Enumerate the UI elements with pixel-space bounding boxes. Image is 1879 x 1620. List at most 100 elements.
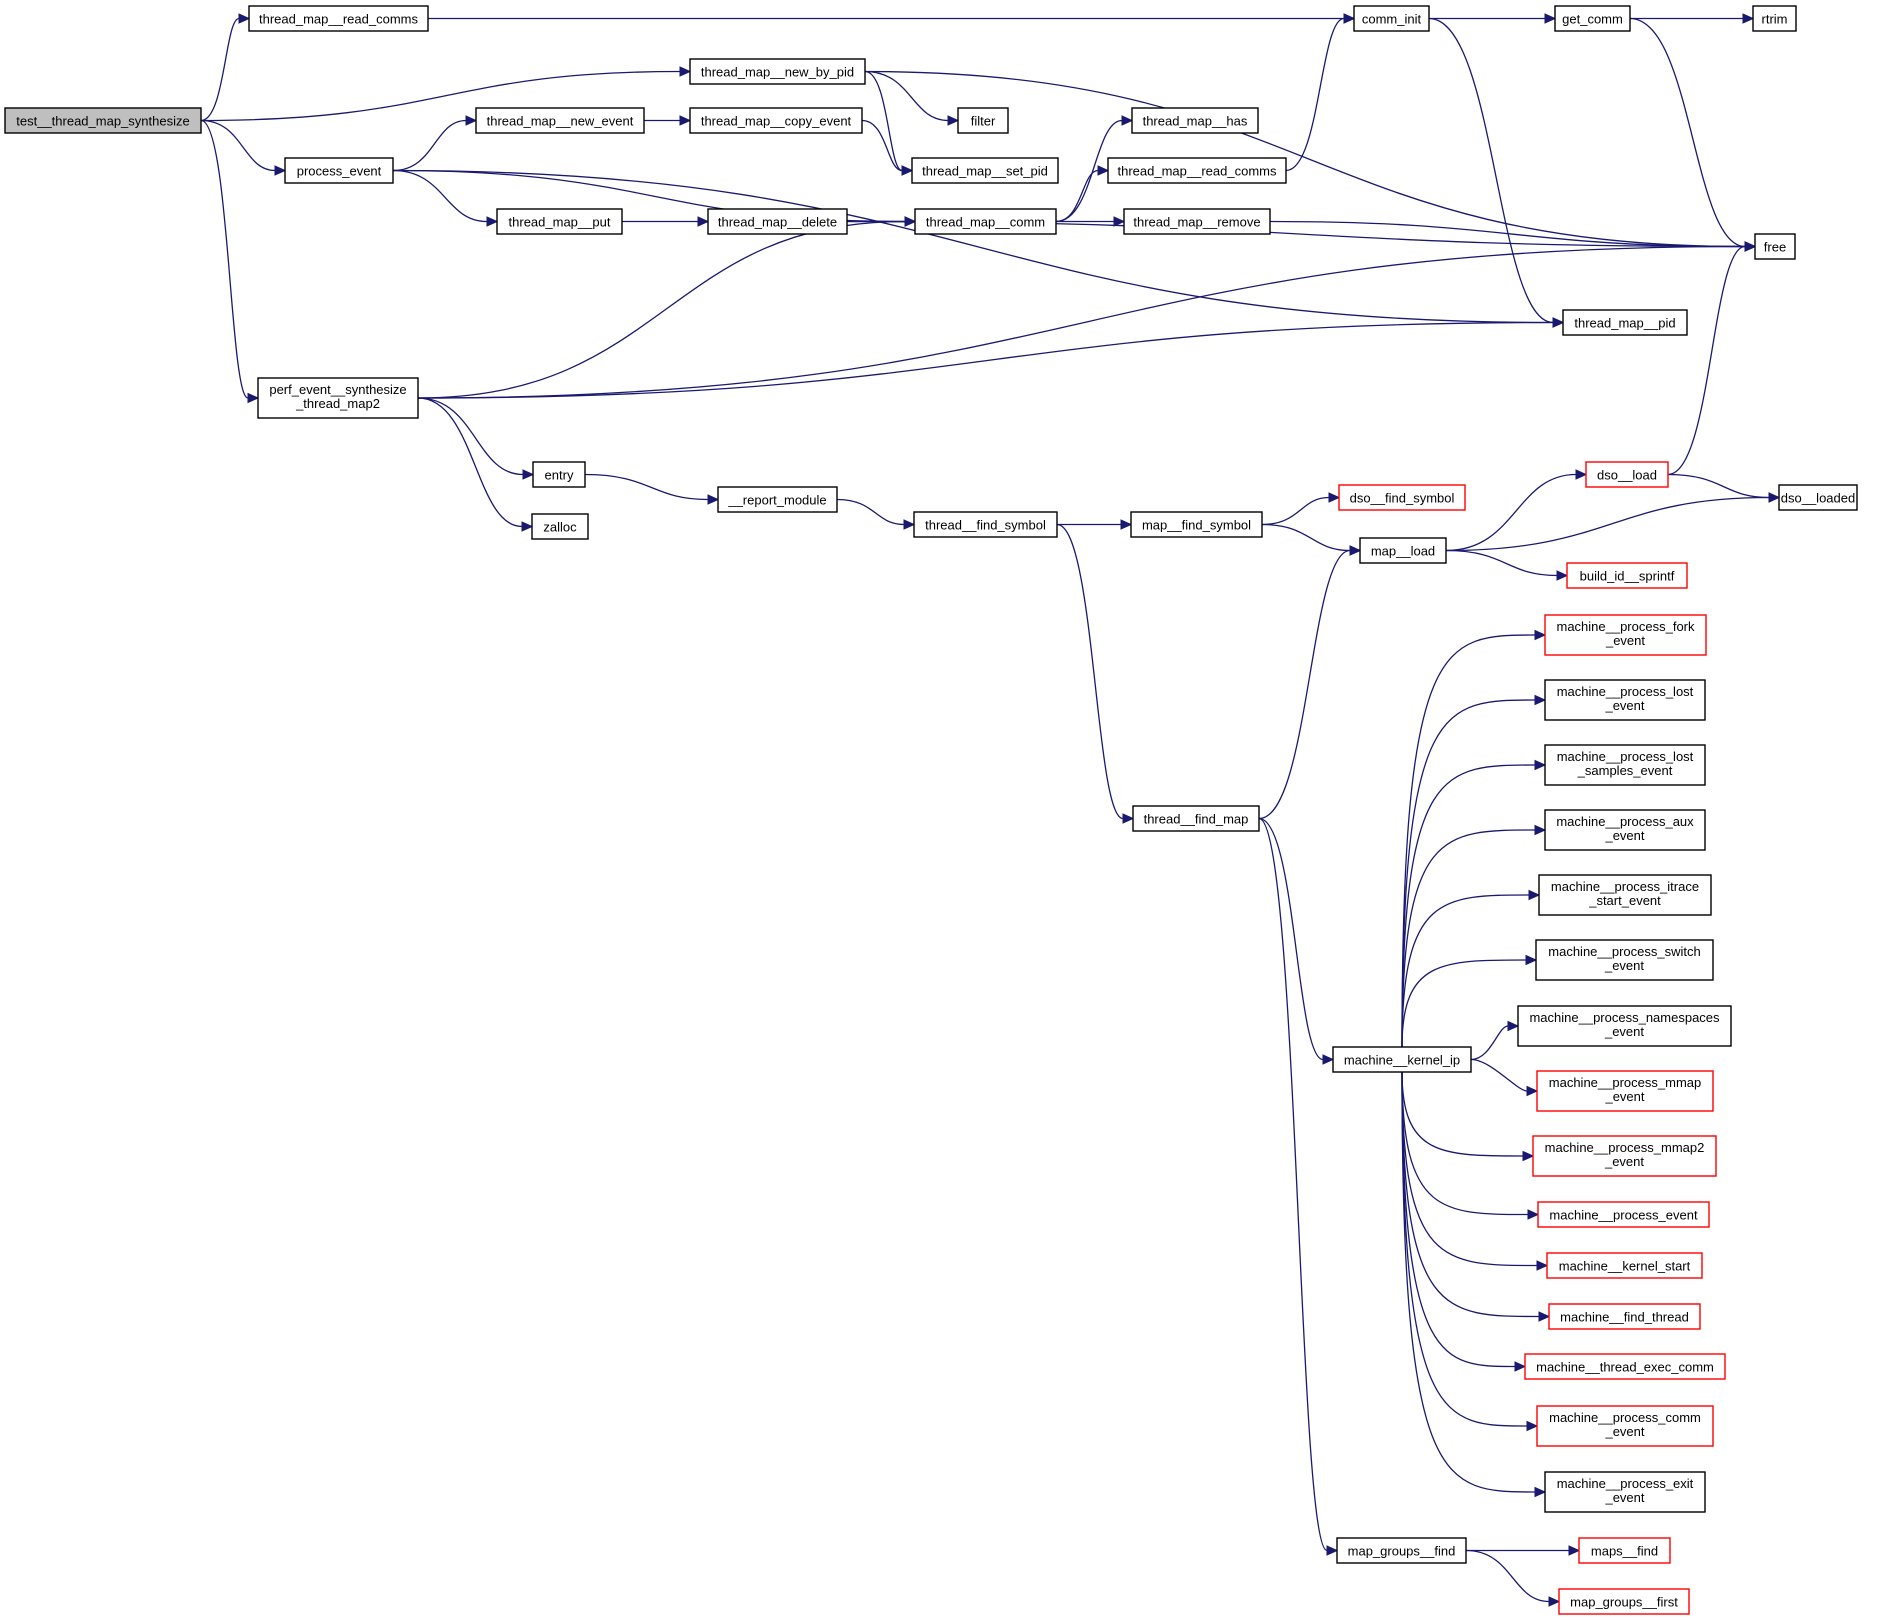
- node-machine-kernel-ip[interactable]: machine__kernel_ip: [1332, 1046, 1472, 1073]
- node-box: [689, 107, 863, 134]
- arrowhead-machine__kernel_ip-to-machine__process_fork_event: [1534, 629, 1547, 641]
- node-process-event[interactable]: process_event: [284, 157, 394, 184]
- node-thread-map-new-by-pid[interactable]: thread_map__new_by_pid: [689, 58, 866, 85]
- node-label: thread_map__has: [1143, 114, 1248, 129]
- node-machine-thread-exec-comm[interactable]: machine__thread_exec_comm: [1524, 1353, 1726, 1380]
- node-box: [717, 486, 838, 513]
- node-box: [957, 107, 1009, 134]
- node-machine-process-lost-event[interactable]: machine__process_lost_event: [1544, 679, 1706, 721]
- arrowhead-map__load-to-build_id__sprintf: [1556, 570, 1569, 581]
- node-thread-map-has[interactable]: thread_map__has: [1131, 107, 1259, 134]
- node-label: _event: [1604, 958, 1644, 973]
- node-comm-init[interactable]: comm_init: [1353, 5, 1430, 32]
- node-zalloc[interactable]: zalloc: [531, 513, 589, 540]
- node-machine-process-exit-event[interactable]: machine__process_exit_event: [1544, 1471, 1706, 1513]
- arrowhead-dso__load-to-free: [1744, 241, 1757, 252]
- node-machine-process-itrace-start-event[interactable]: machine__process_itrace_start_event: [1538, 874, 1712, 916]
- edge-machine__kernel_ip-to-machine__process_itrace_start_event: [1401, 894, 1530, 1048]
- node-machine-process-comm-event[interactable]: machine__process_comm_event: [1536, 1405, 1714, 1447]
- node-box: [911, 157, 1059, 184]
- arrowhead-machine__kernel_ip-to-machine__process_switch_event: [1525, 954, 1538, 966]
- node-box: [914, 208, 1057, 235]
- arrowhead-machine__kernel_ip-to-machine__process_comm_event: [1526, 1420, 1539, 1432]
- node-thread-map-read-comms-b[interactable]: thread_map__read_comms: [1107, 157, 1287, 184]
- edge-machine__kernel_ip-to-machine__process_fork_event: [1401, 634, 1536, 1048]
- node-box: [689, 58, 866, 85]
- node-get-comm[interactable]: get_comm: [1554, 5, 1631, 32]
- node-label: machine__process_aux: [1556, 814, 1694, 829]
- node-machine-process-aux-event[interactable]: machine__process_aux_event: [1544, 809, 1706, 851]
- node-rtrim[interactable]: rtrim: [1752, 5, 1797, 32]
- node-thread-map-put[interactable]: thread_map__put: [496, 208, 623, 235]
- node-thread-map-read-comms-a[interactable]: thread_map__read_comms: [248, 5, 429, 32]
- node-thread-map-remove[interactable]: thread_map__remove: [1123, 208, 1271, 235]
- arrowhead-thread__find_symbol-to-thread__find_map: [1122, 813, 1135, 824]
- edge-machine__kernel_ip-to-machine__process_mmap_event: [1470, 1058, 1528, 1092]
- node-thread-find-map[interactable]: thread__find_map: [1132, 805, 1260, 832]
- node-thread-map-copy-event[interactable]: thread_map__copy_event: [689, 107, 863, 134]
- edge-machine__kernel_ip-to-machine__process_comm_event: [1401, 1071, 1528, 1427]
- arrowhead-machine__kernel_ip-to-machine__process_exit_event: [1534, 1486, 1547, 1498]
- edge-thread__find_symbol-to-thread__find_map: [1056, 523, 1124, 820]
- node-machine-process-lost-samples-event[interactable]: machine__process_lost_samples_event: [1544, 744, 1706, 786]
- arrowhead-process_event-to-thread_map__new_event: [465, 115, 478, 126]
- arrowhead-map_groups__find-to-maps__find: [1568, 1545, 1581, 1556]
- node-box: [257, 377, 419, 419]
- node-perf-event-synthesize-thread-map2[interactable]: perf_event__synthesize_thread_map2: [257, 377, 419, 419]
- edge-thread_map__new_by_pid-to-thread_map__set_pid: [864, 70, 903, 172]
- node-thread-map-comm[interactable]: thread_map__comm: [914, 208, 1057, 235]
- node-dso-find-symbol[interactable]: dso__find_symbol: [1338, 484, 1466, 511]
- node-thread-map-delete[interactable]: thread_map__delete: [707, 208, 848, 235]
- node-machine-find-thread[interactable]: machine__find_thread: [1548, 1303, 1701, 1330]
- node-box: [1548, 1303, 1701, 1330]
- node-build-id-sprintf[interactable]: build_id__sprintf: [1566, 562, 1688, 589]
- node-machine-process-switch-event[interactable]: machine__process_switch_event: [1535, 939, 1714, 981]
- edges-layer: [200, 13, 1781, 1607]
- node-entry[interactable]: entry: [532, 461, 586, 488]
- node-box: [1554, 5, 1631, 32]
- arrowhead-comm_init-to-get_comm: [1544, 13, 1557, 24]
- node-maps-find[interactable]: maps__find: [1578, 1537, 1671, 1564]
- node-label: thread_map__pid: [1574, 316, 1675, 331]
- node-box: [1524, 1353, 1726, 1380]
- node-label: thread_map__put: [509, 215, 611, 230]
- node-box: [1517, 1005, 1732, 1047]
- node-thread-map-set-pid[interactable]: thread_map__set_pid: [911, 157, 1059, 184]
- node-machine-process-fork-event[interactable]: machine__process_fork_event: [1544, 614, 1707, 656]
- arrowhead-machine__kernel_ip-to-machine__kernel_start: [1536, 1260, 1549, 1271]
- node-map-groups-find[interactable]: map_groups__find: [1336, 1537, 1467, 1564]
- arrowhead-test__thread_map_synthesize-to-perf_event__synthesize_thread_map2: [247, 392, 260, 404]
- edge-machine__kernel_ip-to-machine__process_mmap2_event: [1401, 1071, 1524, 1157]
- node-box: [1107, 157, 1287, 184]
- node-label: machine__thread_exec_comm: [1536, 1360, 1714, 1375]
- node-thread-find-symbol[interactable]: thread__find_symbol: [913, 511, 1058, 538]
- node-dso-loaded[interactable]: dso__loaded: [1778, 484, 1858, 511]
- edge-thread__find_map-to-map__load: [1258, 549, 1351, 820]
- node-machine-process-event[interactable]: machine__process_event: [1537, 1201, 1710, 1228]
- node-label: thread_map__comm: [926, 215, 1045, 230]
- node-label: dso__find_symbol: [1350, 491, 1455, 506]
- node-map-groups-first[interactable]: map_groups__first: [1558, 1588, 1690, 1615]
- edge-__report_module-to-thread__find_symbol: [836, 498, 905, 526]
- arrowhead-thread_map__copy_event-to-thread_map__set_pid: [901, 165, 914, 176]
- edge-map__find_symbol-to-map__load: [1261, 523, 1351, 552]
- node-dso-load[interactable]: dso__load: [1585, 461, 1669, 488]
- node-map-load[interactable]: map__load: [1359, 537, 1447, 564]
- node-thread-map-pid[interactable]: thread_map__pid: [1562, 309, 1688, 336]
- node-report-module[interactable]: __report_module: [717, 486, 838, 513]
- node-label: machine__process_event: [1549, 1208, 1698, 1223]
- node-machine-process-mmap-event[interactable]: machine__process_mmap_event: [1536, 1070, 1714, 1112]
- node-filter[interactable]: filter: [957, 107, 1009, 134]
- node-label: _event: [1604, 698, 1644, 713]
- node-box: [913, 511, 1058, 538]
- node-machine-process-namespaces-event[interactable]: machine__process_namespaces_event: [1517, 1005, 1732, 1047]
- node-machine-kernel-start[interactable]: machine__kernel_start: [1546, 1252, 1703, 1279]
- node-map-find-symbol[interactable]: map__find_symbol: [1130, 511, 1263, 538]
- arrowhead-thread_map__read_comms_b-to-comm_init: [1343, 13, 1356, 24]
- edge-perf_event__synthesize_thread_map2-to-zalloc: [417, 397, 523, 528]
- node-thread-map-new-event[interactable]: thread_map__new_event: [475, 107, 645, 134]
- arrowhead-__report_module-to-thread__find_symbol: [903, 519, 916, 530]
- node-machine-process-mmap2-event[interactable]: machine__process_mmap2_event: [1532, 1135, 1717, 1177]
- node-free[interactable]: free: [1754, 233, 1796, 260]
- node-test-thread-map-synthesize[interactable]: test__thread_map_synthesize: [4, 107, 202, 134]
